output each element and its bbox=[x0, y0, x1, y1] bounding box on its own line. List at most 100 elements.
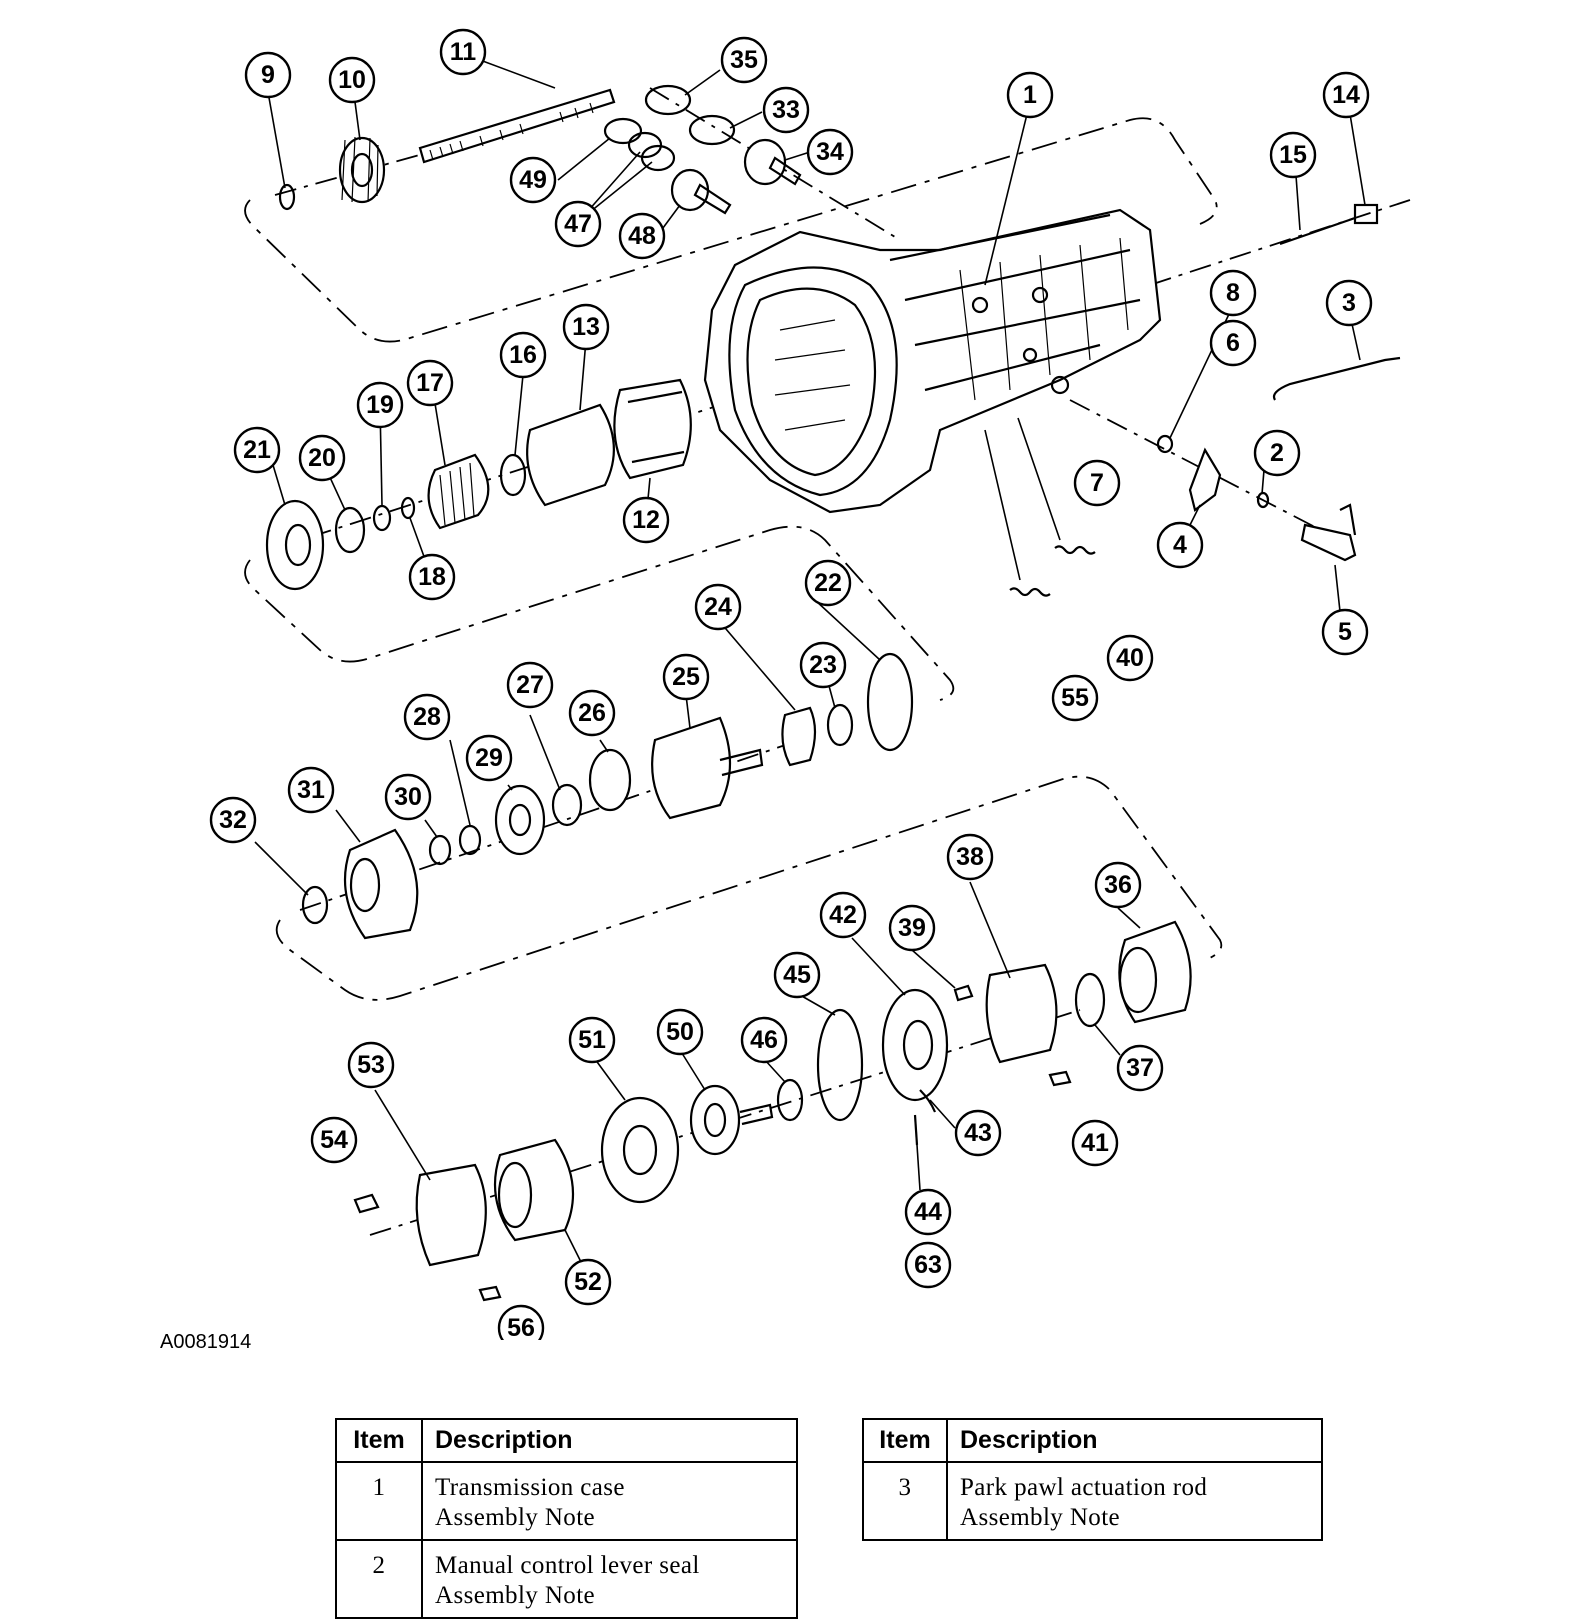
callout-37: 37 bbox=[1116, 1044, 1164, 1092]
row-description: Transmission case Assembly Note bbox=[421, 1461, 798, 1541]
row-item-number: 3 bbox=[862, 1461, 948, 1541]
callout-label: 20 bbox=[308, 444, 336, 472]
legend-table-2: Item Description 3 Park pawl actuation r… bbox=[862, 1418, 1323, 1541]
callout-label: 56 bbox=[507, 1314, 535, 1340]
drum-31 bbox=[343, 828, 419, 940]
gear-48 bbox=[670, 168, 732, 215]
plate-42 bbox=[881, 988, 949, 1102]
callout-36: 36 bbox=[1094, 861, 1142, 909]
ring-23 bbox=[826, 703, 854, 747]
spring-43 bbox=[919, 1089, 937, 1113]
callout-label: 3 bbox=[1342, 289, 1356, 317]
axis-case bbox=[1149, 199, 1411, 286]
callout-54: 54 bbox=[310, 1116, 358, 1164]
callout-label: 39 bbox=[898, 914, 926, 942]
row-item-number: 1 bbox=[335, 1461, 423, 1541]
callout-label: 18 bbox=[418, 563, 446, 591]
ring-47b bbox=[640, 144, 676, 172]
callout-label: 11 bbox=[450, 38, 477, 66]
transmission-case bbox=[703, 208, 1162, 514]
callout-label: 30 bbox=[394, 783, 422, 811]
callout-label: 5 bbox=[1338, 618, 1352, 646]
callout-label: 36 bbox=[1104, 871, 1132, 899]
ring-49 bbox=[603, 117, 643, 145]
callout-label: 9 bbox=[261, 61, 275, 89]
callout-label: 23 bbox=[809, 651, 837, 679]
callout-label: 6 bbox=[1226, 329, 1240, 357]
carrier-25 bbox=[651, 716, 764, 820]
callout-32: 32 bbox=[209, 796, 257, 844]
callout-22: 22 bbox=[804, 559, 852, 607]
callout-label: 45 bbox=[783, 961, 811, 989]
ring-33 bbox=[688, 114, 736, 146]
callout-label: 47 bbox=[564, 210, 592, 238]
gear-29 bbox=[494, 784, 546, 856]
drum-36 bbox=[1118, 920, 1192, 1024]
anchor-39 bbox=[953, 984, 974, 1002]
assembly-note-link[interactable]: Assembly Note bbox=[435, 1504, 596, 1531]
band-53 bbox=[415, 1163, 487, 1267]
callout-7: 7 bbox=[1073, 459, 1121, 507]
callout-label: 31 bbox=[297, 776, 325, 804]
ring-37 bbox=[1074, 972, 1106, 1028]
callout-39: 39 bbox=[888, 904, 936, 952]
callout-label: 4 bbox=[1173, 531, 1187, 559]
callout-label: 40 bbox=[1116, 644, 1144, 672]
callout-label: 24 bbox=[704, 593, 732, 621]
callout-label: 29 bbox=[475, 744, 503, 772]
callout-label: 8 bbox=[1226, 279, 1240, 307]
axis-lever bbox=[1069, 399, 1341, 541]
row-description: Park pawl actuation rod Assembly Note bbox=[946, 1461, 1323, 1541]
callout-4: 4 bbox=[1156, 521, 1204, 569]
callout-label: 25 bbox=[672, 663, 700, 691]
callout-10: 10 bbox=[328, 56, 376, 104]
callout-41: 41 bbox=[1071, 1119, 1119, 1167]
ring-19 bbox=[372, 504, 392, 532]
ring-18 bbox=[400, 496, 416, 520]
callout-24: 24 bbox=[694, 583, 742, 631]
callout-34: 34 bbox=[806, 128, 854, 176]
callout-55: 55 bbox=[1051, 674, 1099, 722]
callout-17: 17 bbox=[406, 359, 454, 407]
callout-14: 14 bbox=[1322, 71, 1370, 119]
callout-label: 7 bbox=[1090, 469, 1104, 497]
callout-28: 28 bbox=[403, 693, 451, 741]
callout-label: 15 bbox=[1279, 141, 1307, 169]
callout-5: 5 bbox=[1321, 608, 1369, 656]
header-item: Item bbox=[335, 1418, 423, 1463]
exploded-transmission-diagram: 9 10 11 35 33 34 1 14 15 49 47 48 8 3 13… bbox=[209, 28, 1411, 1340]
ring-27 bbox=[551, 783, 583, 827]
pump-21 bbox=[265, 499, 325, 591]
seal-6 bbox=[1156, 434, 1174, 454]
callout-53: 53 bbox=[347, 1041, 395, 1089]
callout-3: 3 bbox=[1325, 279, 1373, 327]
lever-4 bbox=[1188, 447, 1222, 512]
callout-40: 40 bbox=[1106, 634, 1154, 682]
callout-52: 52 bbox=[564, 1258, 612, 1306]
callout-21: 21 bbox=[233, 426, 281, 474]
anchor-54 bbox=[353, 1193, 380, 1214]
callout-label: 12 bbox=[632, 506, 660, 534]
assembly-note-link[interactable]: Assembly Note bbox=[960, 1504, 1121, 1531]
callout-label: 28 bbox=[413, 703, 441, 731]
legend-table-1: Item Description 1 Transmission case Ass… bbox=[335, 1418, 798, 1619]
callout-30: 30 bbox=[384, 773, 432, 821]
callout-11: 11 bbox=[439, 28, 487, 76]
callout-label: 38 bbox=[956, 843, 984, 871]
group-outline-top bbox=[244, 117, 1218, 343]
spring-40 bbox=[1054, 545, 1096, 555]
callout-29: 29 bbox=[465, 734, 513, 782]
header-description: Description bbox=[946, 1418, 1323, 1463]
callout-label: 33 bbox=[772, 96, 800, 124]
description-text: Transmission case bbox=[435, 1474, 625, 1501]
description-text: Park pawl actuation rod bbox=[960, 1474, 1208, 1501]
figure-id: A0081914 bbox=[160, 1331, 252, 1353]
assembly-note-link[interactable]: Assembly Note bbox=[435, 1582, 596, 1609]
callout-label: 10 bbox=[338, 66, 366, 94]
row-description: Manual control lever seal Assembly Note bbox=[421, 1539, 798, 1619]
callout-63: 63 bbox=[904, 1241, 952, 1289]
legend-header-row: Item Description bbox=[335, 1418, 798, 1463]
callout-label: 2 bbox=[1270, 439, 1284, 467]
callout-50: 50 bbox=[656, 1008, 704, 1056]
callout-label: 48 bbox=[628, 222, 656, 250]
